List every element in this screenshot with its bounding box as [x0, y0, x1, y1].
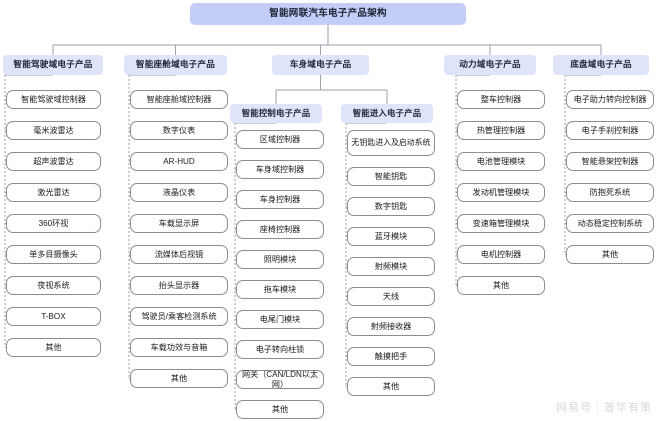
leaf-chassis-1[interactable]: 电子助力转向控制器: [566, 90, 654, 109]
domain-header-intelligent-driving[interactable]: 智能驾驶域电子产品: [3, 55, 103, 75]
leaf-powertrain-2[interactable]: 热管理控制器: [457, 121, 545, 140]
leaf-powertrain-7[interactable]: 其他: [457, 276, 545, 295]
leaf-powertrain-6[interactable]: 电机控制器: [457, 245, 545, 264]
leaf-body-intelligent-entry-9[interactable]: 其他: [347, 377, 435, 396]
leaf-powertrain-5[interactable]: 变速箱管理模块: [457, 214, 545, 233]
leaf-body-intelligent-control-6[interactable]: 拖车模块: [236, 280, 324, 299]
leaf-body-intelligent-entry-2[interactable]: 智能钥匙: [347, 167, 435, 186]
leaf-chassis-4[interactable]: 防抱死系统: [566, 183, 654, 202]
leaf-body-intelligent-control-9[interactable]: 网关（CAN/LDN以太网）: [236, 370, 324, 389]
leaf-chassis-2[interactable]: 电子手刹控制器: [566, 121, 654, 140]
domain-header-intelligent-cockpit[interactable]: 智能座舱域电子产品: [124, 55, 227, 75]
leaf-intelligent-cockpit-2[interactable]: 数字仪表: [130, 121, 228, 140]
domain-header-chassis[interactable]: 底盘域电子产品: [553, 55, 649, 75]
leaf-powertrain-4[interactable]: 发动机管理模块: [457, 183, 545, 202]
leaf-body-intelligent-entry-5[interactable]: 射频模块: [347, 257, 435, 276]
leaf-body-intelligent-entry-8[interactable]: 触摸把手: [347, 347, 435, 366]
leaf-body-intelligent-entry-1[interactable]: 无钥匙进入及启动系统: [347, 130, 435, 156]
leaf-body-intelligent-control-1[interactable]: 区域控制器: [236, 130, 324, 149]
leaf-chassis-5[interactable]: 动态稳定控制系统: [566, 214, 654, 233]
leaf-intelligent-cockpit-1[interactable]: 智能座舱域控制器: [130, 90, 228, 109]
leaf-body-intelligent-control-8[interactable]: 电子转向柱锁: [236, 340, 324, 359]
domain-header-powertrain[interactable]: 动力域电子产品: [444, 55, 536, 75]
leaf-body-intelligent-control-10[interactable]: 其他: [236, 400, 324, 419]
leaf-body-intelligent-entry-3[interactable]: 数字钥匙: [347, 197, 435, 216]
leaf-intelligent-driving-2[interactable]: 毫米波雷达: [6, 121, 101, 140]
leaf-intelligent-cockpit-4[interactable]: 液晶仪表: [130, 183, 228, 202]
leaf-intelligent-cockpit-6[interactable]: 流媒体后视镜: [130, 245, 228, 264]
leaf-intelligent-cockpit-3[interactable]: AR-HUD: [130, 152, 228, 171]
leaf-chassis-3[interactable]: 智能悬架控制器: [566, 152, 654, 171]
leaf-intelligent-driving-1[interactable]: 智能驾驶域控制器: [6, 90, 101, 109]
root-node[interactable]: 智能网联汽车电子产品架构: [190, 3, 466, 25]
leaf-intelligent-driving-7[interactable]: 夜视系统: [6, 276, 101, 295]
leaf-intelligent-driving-4[interactable]: 激光雷达: [6, 183, 101, 202]
leaf-intelligent-driving-6[interactable]: 单多目摄像头: [6, 245, 101, 264]
leaf-intelligent-cockpit-10[interactable]: 其他: [130, 369, 228, 388]
leaf-body-intelligent-control-3[interactable]: 车身控制器: [236, 190, 324, 209]
domain-header-body[interactable]: 车身域电子产品: [272, 55, 369, 75]
leaf-body-intelligent-control-4[interactable]: 座椅控制器: [236, 220, 324, 239]
leaf-intelligent-driving-5[interactable]: 360环视: [6, 214, 101, 233]
leaf-powertrain-3[interactable]: 电池管理模块: [457, 152, 545, 171]
leaf-intelligent-cockpit-8[interactable]: 驾驶员/乘客检测系统: [130, 307, 228, 326]
leaf-intelligent-driving-9[interactable]: 其他: [6, 338, 101, 357]
leaf-intelligent-driving-8[interactable]: T-BOX: [6, 307, 101, 326]
subdomain-header-intelligent-control[interactable]: 智能控制电子产品: [230, 104, 322, 123]
leaf-body-intelligent-entry-6[interactable]: 天线: [347, 287, 435, 306]
leaf-body-intelligent-control-5[interactable]: 照明模块: [236, 250, 324, 269]
watermark: 网易号｜普华有策: [556, 402, 652, 414]
leaf-intelligent-driving-3[interactable]: 超声波雷达: [6, 152, 101, 171]
leaf-intelligent-cockpit-5[interactable]: 车载显示屏: [130, 214, 228, 233]
leaf-body-intelligent-entry-4[interactable]: 蓝牙模块: [347, 227, 435, 246]
leaf-chassis-6[interactable]: 其他: [566, 245, 654, 264]
leaf-powertrain-1[interactable]: 整车控制器: [457, 90, 545, 109]
leaf-body-intelligent-entry-7[interactable]: 射频接收器: [347, 317, 435, 336]
leaf-body-intelligent-control-7[interactable]: 电尾门模块: [236, 310, 324, 329]
subdomain-header-intelligent-entry[interactable]: 智能进入电子产品: [341, 104, 433, 123]
leaf-intelligent-cockpit-7[interactable]: 抬头显示器: [130, 276, 228, 295]
leaf-intelligent-cockpit-9[interactable]: 车载功效与音箱: [130, 338, 228, 357]
leaf-body-intelligent-control-2[interactable]: 车身域控制器: [236, 160, 324, 179]
